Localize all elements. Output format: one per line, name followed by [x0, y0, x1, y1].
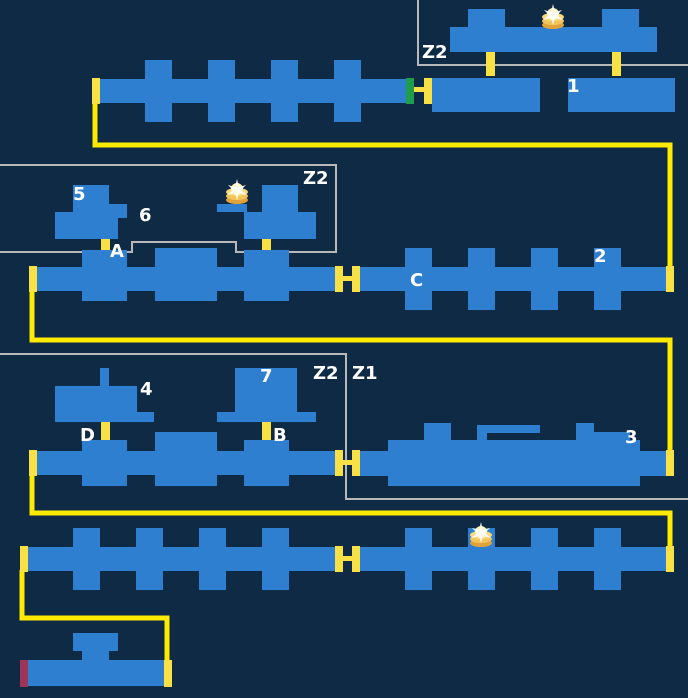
- path-row3-row4: [29, 475, 673, 548]
- door-row4-mid-c: [352, 546, 360, 572]
- label-z2-low: Z2: [313, 363, 339, 384]
- label-z2-mid: Z2: [303, 168, 329, 189]
- room-4: [55, 368, 154, 422]
- door-row4-mid-a: [335, 546, 343, 572]
- door-row2-left: [29, 266, 37, 292]
- room-row5: [28, 633, 164, 686]
- label-d: D: [80, 425, 95, 446]
- room-row1-right-b: [568, 78, 675, 112]
- label-3: 3: [625, 427, 638, 448]
- door-top-1: [486, 52, 495, 76]
- door-row2-mid-b: [343, 276, 352, 281]
- door-row3-right: [666, 450, 674, 476]
- door-row1-left: [92, 78, 100, 104]
- label-z1: Z1: [352, 363, 378, 384]
- path-row2-row3: [29, 290, 673, 455]
- treasure-icon: [542, 4, 564, 29]
- door-row1-mid-a: [414, 87, 424, 92]
- top-right-room: [450, 9, 657, 52]
- label-5: 5: [73, 184, 86, 205]
- label-4: 4: [140, 379, 153, 400]
- door-row3-mid-c: [352, 450, 360, 476]
- corridor-row4-right: [360, 528, 666, 590]
- door-row5-right: [164, 660, 172, 687]
- door-row3-left: [29, 450, 37, 476]
- door-green: [406, 78, 414, 104]
- label-z2-top: Z2: [422, 42, 448, 63]
- label-a: A: [110, 241, 124, 262]
- label-6: 6: [139, 205, 152, 226]
- corridor-row4-left: [28, 528, 335, 590]
- door-row4-right: [666, 546, 674, 572]
- path-row1-row2: [92, 100, 673, 270]
- label-2: 2: [594, 246, 607, 267]
- corridor-row2-right: [360, 248, 666, 310]
- door-d: [101, 422, 110, 450]
- label-c: C: [410, 270, 424, 291]
- door-row4-mid-b: [343, 556, 352, 561]
- treasure-icon: [226, 179, 248, 204]
- room-row1-right-a: [432, 78, 540, 112]
- treasure-icon: [470, 522, 492, 547]
- label-7: 7: [260, 366, 273, 387]
- door-row4-left: [20, 546, 28, 572]
- room-7: [217, 368, 316, 422]
- path-row4-row5: [19, 570, 170, 662]
- door-b: [262, 422, 271, 450]
- door-row3-mid-b: [343, 460, 352, 465]
- door-red: [20, 660, 28, 687]
- door-top-2: [612, 52, 621, 76]
- door-row2-mid-a: [335, 266, 343, 292]
- corridor-row2-left: [37, 248, 335, 301]
- door-row1-mid-b: [424, 78, 432, 104]
- label-1: 1: [567, 76, 580, 97]
- door-row3-mid-a: [335, 450, 343, 476]
- door-row2-right: [666, 266, 674, 292]
- corridor-row3-left: [37, 432, 335, 486]
- corridor-row1: [100, 60, 408, 122]
- label-b: B: [273, 425, 287, 446]
- zone-border-low: [0, 353, 688, 500]
- zone-border-mid: [0, 164, 337, 253]
- room-3-complex: [360, 423, 666, 486]
- zone-border-top: [417, 0, 688, 66]
- room-treasure-mid: [217, 185, 316, 239]
- door-row2-mid-c: [352, 266, 360, 292]
- room-5-6: [55, 185, 127, 239]
